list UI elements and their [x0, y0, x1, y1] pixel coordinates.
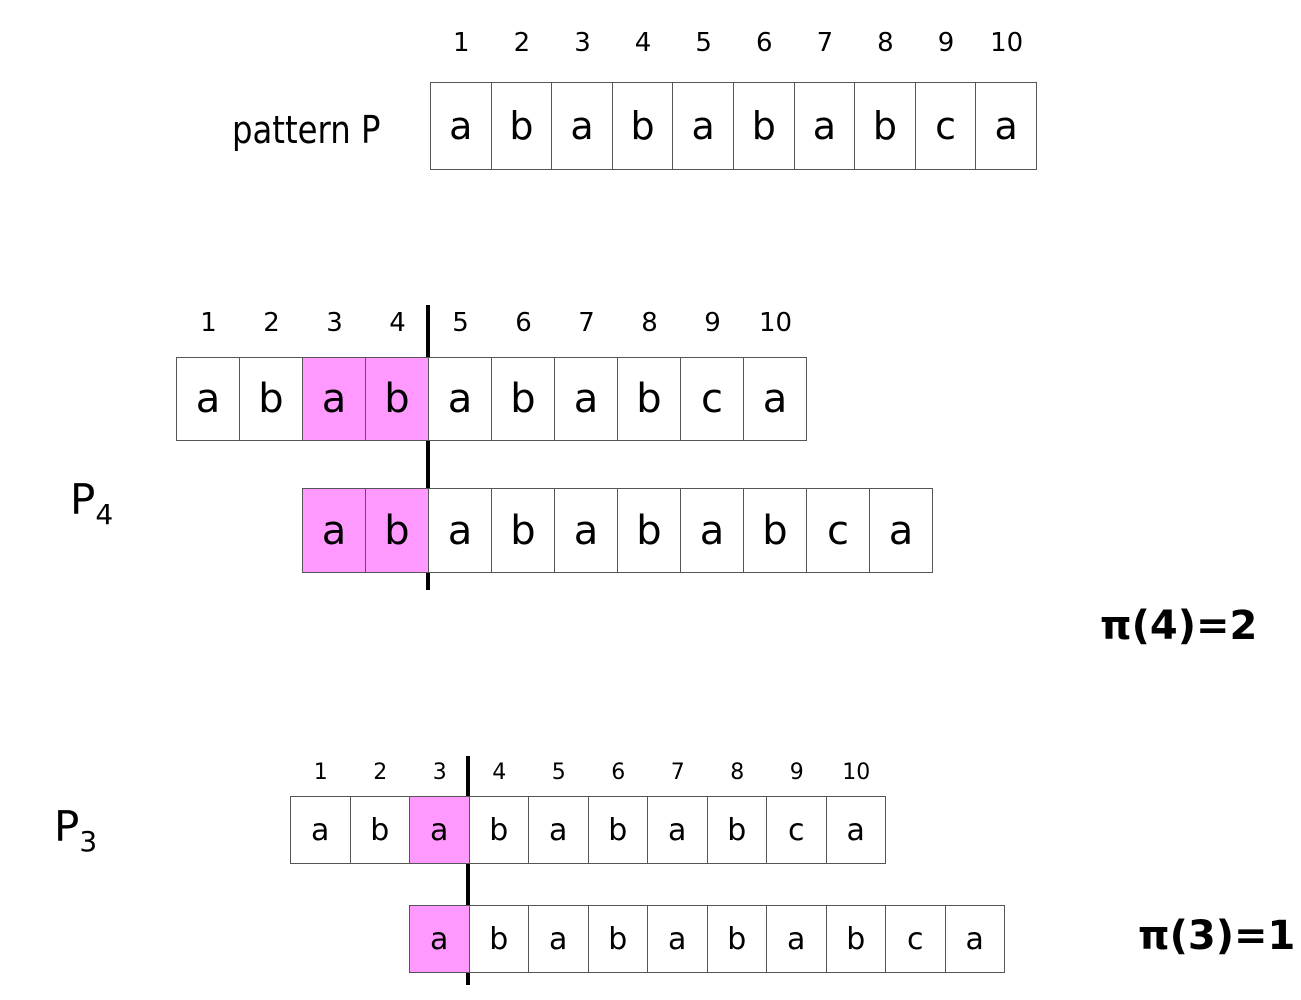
pattern-cell: a	[647, 796, 708, 864]
pattern-cell: b	[365, 488, 429, 573]
pattern-cell: b	[706, 796, 767, 864]
p4-top-row-indices: 1 2 3 4 5 6 7 8 9 10	[177, 308, 807, 338]
pattern-cell: b	[854, 82, 916, 170]
pattern-cell: b	[491, 488, 555, 573]
index-label: 9	[937, 28, 955, 58]
pattern-cell: a	[975, 82, 1037, 170]
pattern-cell: b	[611, 82, 674, 170]
pattern-cell: c	[766, 796, 827, 864]
pattern-cell: a	[528, 905, 589, 973]
pattern-cell: b	[732, 82, 795, 170]
pattern-cell: a	[430, 82, 492, 170]
pattern-cell: b	[825, 905, 886, 973]
index-label: 4	[389, 308, 406, 338]
pattern-cell: b	[587, 796, 648, 864]
pattern-cell: c	[806, 488, 870, 573]
index-label: 10	[990, 28, 1024, 58]
pattern-cell: b	[617, 357, 681, 441]
index-label: 6	[611, 760, 626, 785]
pattern-cell: a	[647, 905, 708, 973]
p3-divider-line	[466, 756, 470, 985]
pattern-cell: a	[825, 796, 886, 864]
index-label: 5	[452, 308, 469, 338]
index-label: 8	[730, 760, 745, 785]
pattern-cell: a	[528, 796, 589, 864]
pattern-cell: b	[468, 796, 529, 864]
pattern-cell: a	[743, 357, 807, 441]
index-label: 9	[789, 760, 804, 785]
index-label: 4	[634, 28, 652, 58]
pattern-cell: b	[239, 357, 303, 441]
pi-4-result: π(4)=2	[1100, 603, 1258, 649]
pattern-cell: a	[290, 796, 351, 864]
index-label: 10	[758, 308, 793, 338]
pattern-cell: a	[409, 796, 470, 864]
pattern-cell: c	[885, 905, 946, 973]
index-label: 3	[574, 28, 591, 58]
pattern-cell: a	[428, 488, 492, 573]
p3-top-row-indices: 1 2 3 4 5 6 7 8 9 10	[291, 760, 886, 785]
pi-3-result: π(3)=1	[1138, 913, 1296, 959]
pattern-cell: b	[490, 82, 553, 170]
p3-label-main: P	[54, 802, 80, 851]
pattern-cell: a	[944, 905, 1005, 973]
index-label: 5	[695, 28, 712, 58]
pattern-cell: a	[428, 357, 492, 441]
index-label: 1	[200, 308, 217, 338]
p4-divider-line	[426, 305, 430, 590]
index-label: 6	[515, 308, 532, 338]
pattern-cell: a	[302, 488, 366, 573]
index-label: 3	[326, 308, 343, 338]
pattern-cell: b	[365, 357, 429, 441]
pattern-cell: a	[302, 357, 366, 441]
pattern-cell: a	[554, 357, 618, 441]
pattern-cell: a	[869, 488, 933, 573]
pattern-cell: b	[468, 905, 529, 973]
pattern-cell: a	[551, 82, 613, 170]
index-label: 1	[453, 28, 470, 58]
pattern-cell: b	[349, 796, 410, 864]
p4-label-sub: 4	[95, 498, 114, 531]
pattern-cell: b	[617, 488, 681, 573]
index-label: 7	[578, 308, 595, 338]
pattern-label: pattern P	[232, 108, 381, 152]
index-label: 2	[263, 308, 280, 338]
index-label: 1	[313, 760, 328, 785]
pattern-cell: b	[587, 905, 648, 973]
index-label: 4	[492, 760, 507, 785]
index-label: 9	[704, 308, 721, 338]
pattern-cell: b	[706, 905, 767, 973]
index-label: 2	[513, 28, 531, 58]
pattern-row-indices: 1 2 3 4 5 6 7 8 9 10	[431, 28, 1037, 58]
index-label: 7	[816, 28, 834, 58]
p4-label: P4	[70, 475, 113, 531]
pattern-cell: a	[409, 905, 470, 973]
pattern-cell: a	[766, 905, 827, 973]
index-label: 8	[641, 308, 658, 338]
index-label: 3	[432, 760, 447, 785]
index-label: 6	[755, 28, 773, 58]
pattern-cell: b	[743, 488, 807, 573]
index-label: 2	[373, 760, 388, 785]
index-label: 10	[842, 760, 871, 785]
pattern-cell: a	[793, 82, 856, 170]
p3-label: P3	[54, 802, 97, 858]
index-label: 8	[877, 28, 894, 58]
index-label: 5	[551, 760, 566, 785]
p3-label-sub: 3	[79, 825, 98, 858]
pattern-cell: c	[914, 82, 977, 170]
pattern-cell: a	[554, 488, 618, 573]
pattern-cell: a	[680, 488, 744, 573]
pattern-cell: a	[176, 357, 240, 441]
index-label: 7	[670, 760, 685, 785]
p4-label-main: P	[70, 475, 96, 524]
pattern-cell: c	[680, 357, 744, 441]
pattern-cell: a	[672, 82, 734, 170]
pattern-cell: b	[491, 357, 555, 441]
